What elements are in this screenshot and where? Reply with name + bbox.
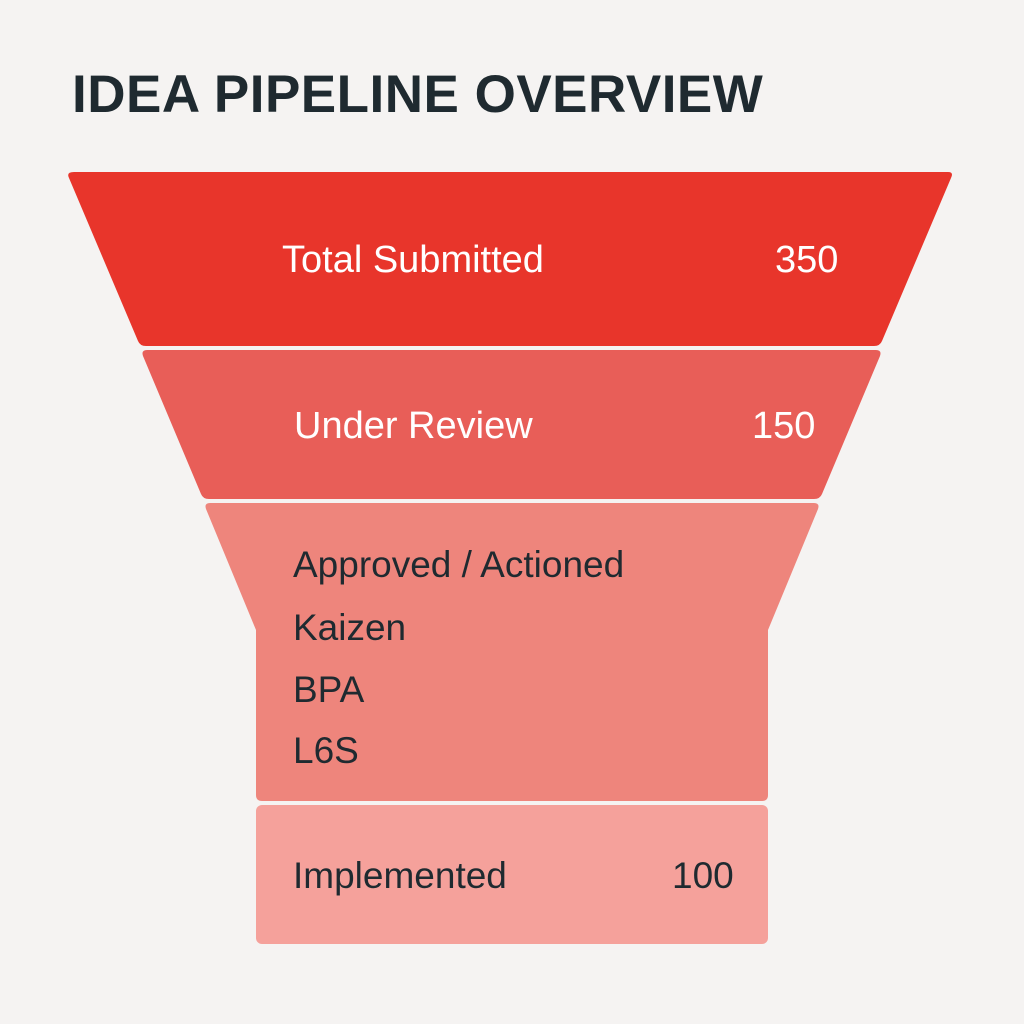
stage-approved-item: BPA	[293, 669, 365, 710]
funnel-stage-total-submitted-shape	[68, 172, 952, 346]
funnel-stage-implemented-shape	[256, 805, 768, 944]
page-title: IDEA PIPELINE OVERVIEW	[72, 65, 764, 124]
funnel-stage-approved-shape	[205, 503, 819, 801]
funnel-stage-under-review-shape	[142, 350, 881, 499]
stage-approved-label: Approved / Actioned	[293, 544, 625, 585]
stage-total-submitted-value: 350	[775, 239, 839, 281]
stage-under-review-label: Under Review	[294, 405, 533, 447]
stage-approved-item: L6S	[293, 730, 359, 771]
stage-under-review-value: 150	[752, 405, 816, 447]
stage-implemented-value: 100	[672, 855, 734, 896]
stage-implemented-label: Implemented	[293, 855, 507, 896]
stage-total-submitted-label: Total Submitted	[282, 239, 544, 281]
stage-approved-item: Kaizen	[293, 607, 407, 648]
